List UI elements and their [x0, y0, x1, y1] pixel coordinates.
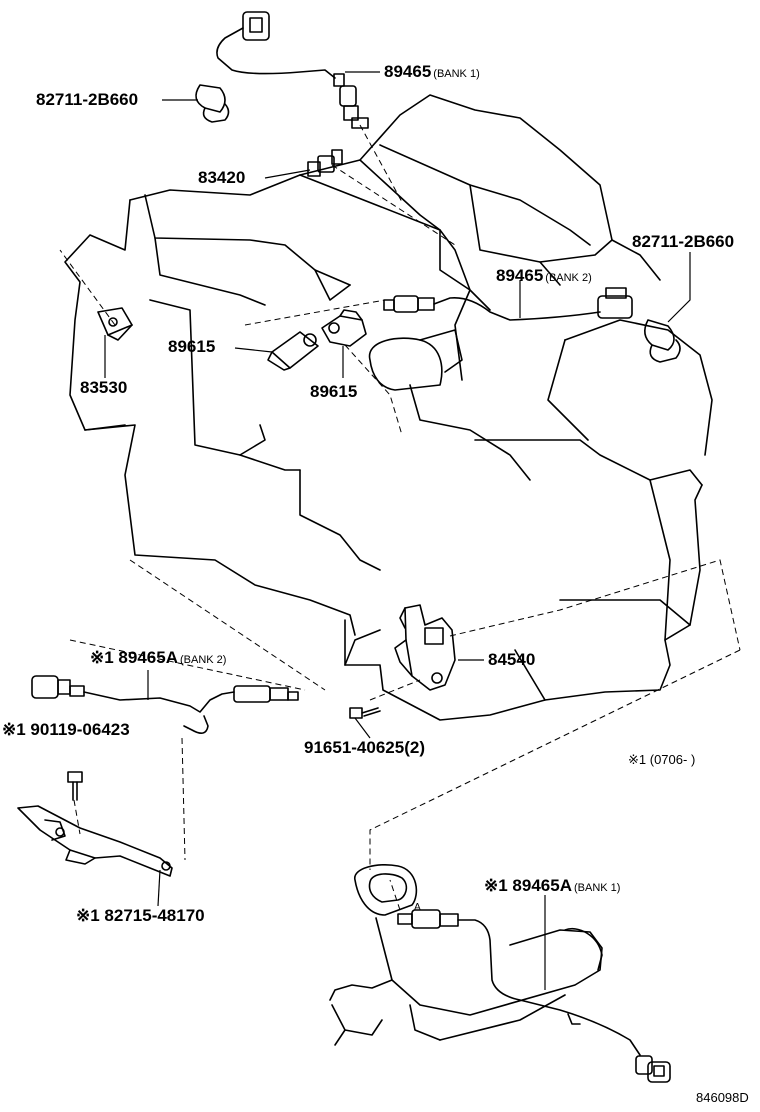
exhaust-pipe	[329, 864, 603, 1046]
oxygen-sensor-bank2-lower	[31, 675, 299, 734]
neutral-start-switch	[394, 604, 456, 691]
small-marker-a: A	[414, 902, 421, 913]
callout-temp-sensor: 83420	[198, 168, 246, 187]
dashed-guide-lines	[59, 124, 741, 911]
callout-bracket: ※1 82715-48170	[76, 906, 205, 925]
callout-o2-bank1-lower: ※1 89465A(BANK 1)	[484, 876, 621, 895]
callout-neutral-switch: 84540	[488, 650, 536, 669]
knock-sensor-left	[267, 331, 319, 371]
oil-pressure-switch	[97, 307, 133, 341]
oxygen-sensor-bank2-top	[383, 287, 633, 321]
engine-block-outline	[64, 94, 713, 721]
callout-o2-bank2-lower: ※1 89465A(BANK 2)	[90, 648, 227, 667]
callout-clamp-right: 82711-2B660	[632, 232, 735, 251]
leader-lines	[104, 71, 691, 990]
callout-oil-switch: 83530	[80, 378, 128, 397]
callout-knock-center: 89615	[310, 382, 358, 401]
wire-clamp-left	[195, 84, 230, 123]
footnote: ※1 (0706- )	[628, 752, 696, 767]
knock-sensor-center	[321, 309, 367, 347]
callout-knock-left: 89615	[168, 337, 216, 356]
callout-bolt-switch: 91651-40625(2)	[304, 738, 425, 757]
wire-clamp-right	[644, 319, 681, 363]
bolt-neutral-switch	[349, 707, 381, 719]
temperature-sensor	[307, 149, 343, 177]
bolt-bracket	[67, 771, 83, 801]
callout-clamp-left: 82711-2B660	[36, 90, 139, 109]
sensor-bracket	[17, 805, 173, 877]
reference-code: 846098D	[696, 1090, 749, 1105]
callout-o2-bank1-top: 89465(BANK 1)	[384, 62, 480, 81]
oxygen-sensor-bank1-top	[216, 11, 369, 129]
callout-bolt-top: ※1 90119-06423	[2, 720, 130, 739]
oxygen-sensor-bank1-lower	[397, 909, 671, 1083]
callout-o2-bank2-top: 89465(BANK 2)	[496, 266, 592, 285]
